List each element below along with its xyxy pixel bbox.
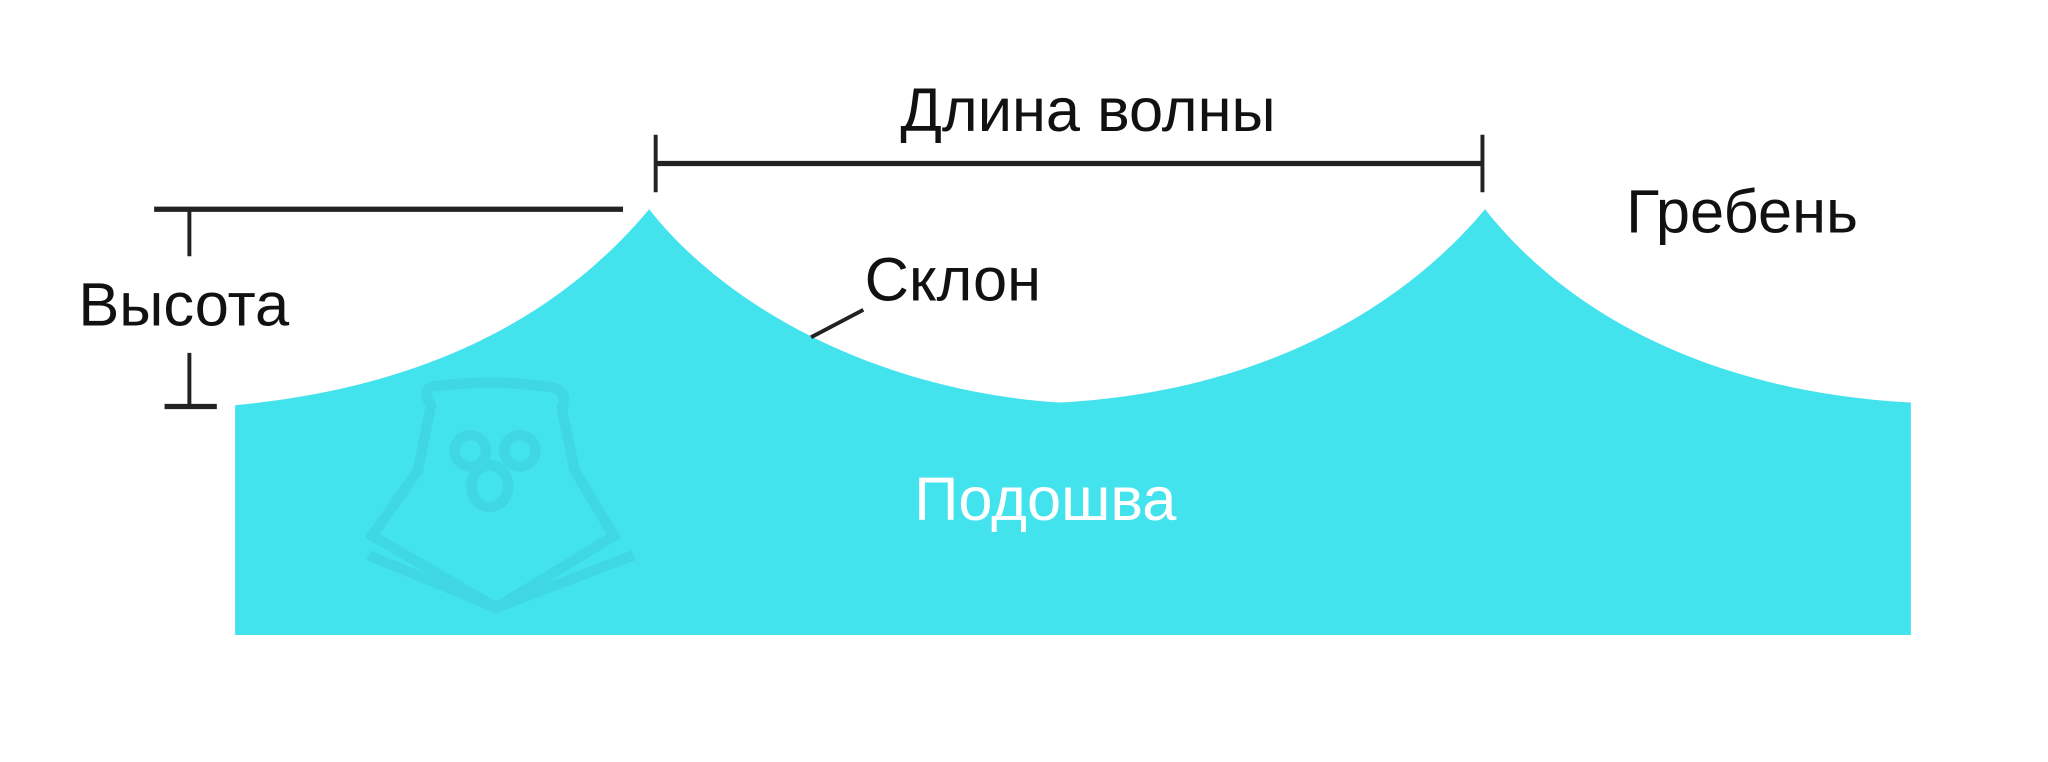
- wave-shape: [235, 209, 1911, 636]
- slope-label: Склон: [865, 246, 1041, 315]
- crest-label: Гребень: [1626, 178, 1858, 247]
- bear-watermark-icon: [364, 377, 636, 614]
- trough-label: Подошва: [914, 465, 1177, 534]
- wavelength-label: Длина волны: [900, 76, 1275, 145]
- slope-leader-line: [810, 308, 865, 339]
- height-marker: [154, 206, 624, 410]
- wavelength-marker: [653, 134, 1485, 193]
- height-label: Высота: [78, 270, 290, 339]
